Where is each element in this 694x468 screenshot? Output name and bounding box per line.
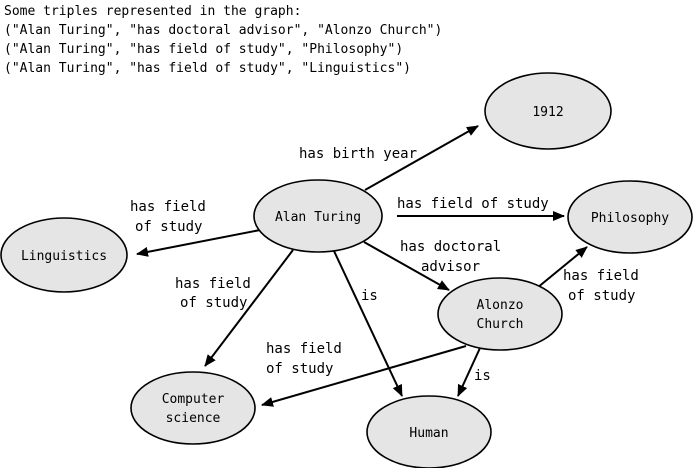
edge-label-turing-human: is xyxy=(361,288,378,304)
edge-label-church-philosophy: has field xyxy=(563,268,639,284)
node-alan-turing: Alan Turing xyxy=(253,179,383,253)
triple-line: ("Alan Turing", "has field of study", "L… xyxy=(4,61,411,76)
edge-turing-linguistics xyxy=(136,229,261,257)
edge-label-church-cs: of study xyxy=(266,361,333,377)
edge-church-human xyxy=(457,347,481,397)
triple-line: ("Alan Turing", "has doctoral advisor", … xyxy=(4,23,443,38)
edge-turing-church xyxy=(363,241,450,291)
edge-label-church-philosophy: of study xyxy=(568,288,635,304)
edge-label-turing-philosophy: has field of study xyxy=(397,196,549,212)
edge-label-turing-linguistics: of study xyxy=(135,219,202,235)
edge-label-advisor: advisor xyxy=(421,259,480,275)
caption-intro: Some triples represented in the graph: xyxy=(4,4,302,19)
edges xyxy=(136,125,588,407)
node-label: Alan Turing xyxy=(275,210,361,225)
edge-label-church-human: is xyxy=(474,368,491,384)
edge-birth-year xyxy=(364,125,479,191)
node-computer-science: Computer science xyxy=(130,371,256,445)
node-label: Church xyxy=(477,317,524,332)
edge-label-advisor: has doctoral xyxy=(400,239,501,255)
edge-church-cs xyxy=(261,345,467,407)
edge-turing-human xyxy=(333,250,403,397)
node-label: Philosophy xyxy=(591,211,669,226)
node-philosophy: Philosophy xyxy=(567,180,693,254)
node-linguistics: Linguistics xyxy=(0,217,128,293)
edge-label-turing-cs: has field xyxy=(175,276,251,292)
node-label: 1912 xyxy=(532,105,563,120)
node-label: Linguistics xyxy=(21,249,107,264)
node-1912: 1912 xyxy=(484,72,612,150)
node-label: Computer xyxy=(162,392,225,407)
node-alonzo-church: Alonzo Church xyxy=(437,277,563,351)
edge-label-birth-year: has birth year xyxy=(299,146,417,162)
edge-church-philosophy xyxy=(536,246,588,289)
edge-label-turing-cs: of study xyxy=(180,295,247,311)
triples-caption: Some triples represented in the graph: ("… xyxy=(4,2,442,78)
node-label: science xyxy=(166,411,221,426)
node-human: Human xyxy=(366,395,492,468)
edge-turing-cs xyxy=(204,249,294,367)
node-label: Human xyxy=(409,426,448,441)
node-label: Alonzo xyxy=(477,298,524,313)
edge-label-church-cs: has field xyxy=(266,341,342,357)
triple-line: ("Alan Turing", "has field of study", "P… xyxy=(4,42,404,57)
edge-label-turing-linguistics: has field xyxy=(130,199,206,215)
edge-labels: has birth year has field of study has fi… xyxy=(130,146,639,384)
